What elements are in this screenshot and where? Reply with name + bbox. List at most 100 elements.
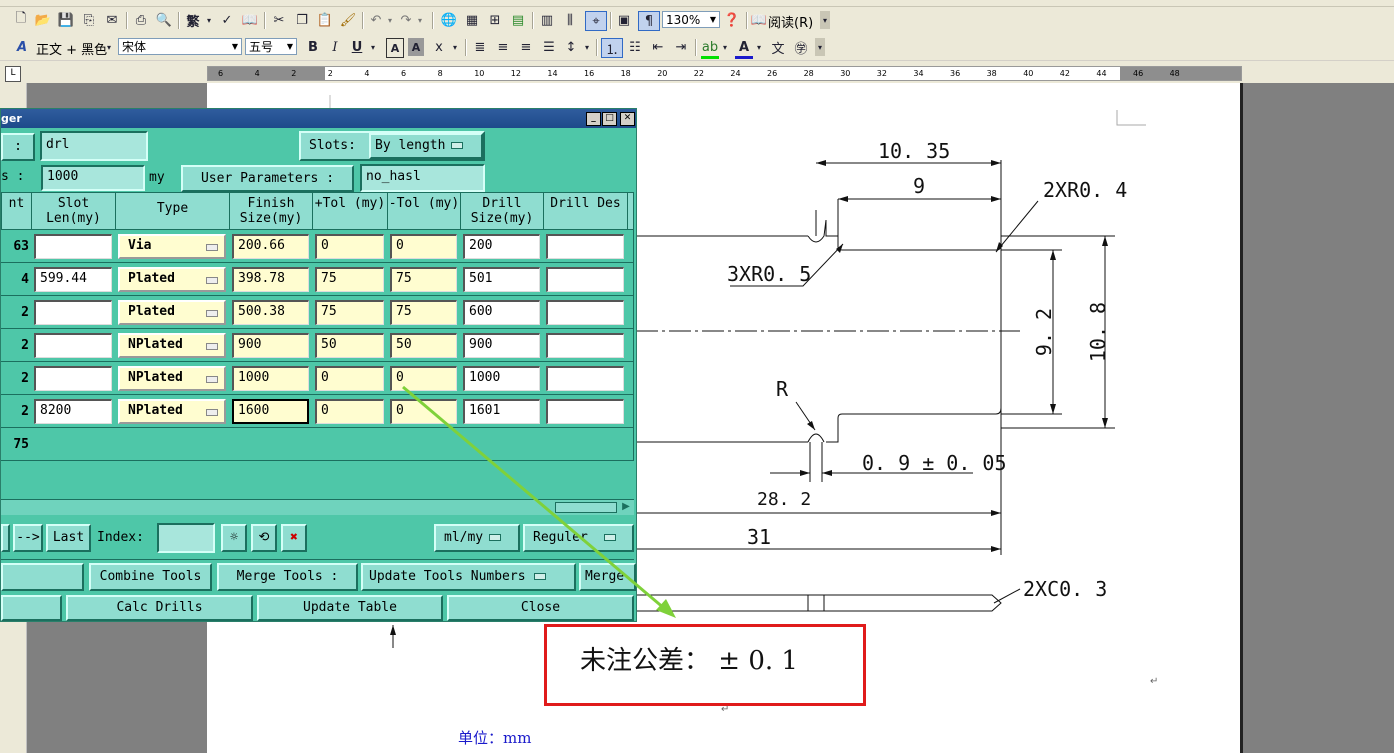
index-input[interactable]	[157, 523, 215, 553]
align-center-icon[interactable]: ≡	[497, 39, 509, 55]
slots-select[interactable]: By length	[369, 133, 483, 159]
decrease-indent-icon[interactable]: ⇤	[652, 39, 664, 55]
columns-icon[interactable]: ▥	[540, 12, 554, 28]
redo-icon[interactable]: ↷	[400, 12, 412, 28]
lightbulb-icon[interactable]: ☼	[221, 524, 247, 552]
last-button[interactable]: Last	[46, 524, 91, 552]
minus-tol-input[interactable]: 50	[390, 333, 457, 358]
chevron-down-icon[interactable]: ▾	[722, 42, 727, 52]
plus-tol-input[interactable]: 0	[315, 399, 384, 424]
finish-size-input[interactable]: 1000	[232, 366, 309, 391]
chevron-down-icon[interactable]: ▾	[417, 15, 422, 25]
email-icon[interactable]: ✉	[106, 12, 118, 28]
thumbnails-icon[interactable]: ▣	[617, 12, 631, 28]
character-scaling-icon[interactable]: ⅹ	[435, 39, 443, 55]
finish-size-input[interactable]: 200.66	[232, 234, 309, 259]
plus-tol-input[interactable]: 0	[315, 366, 384, 391]
maximize-icon[interactable]: □	[602, 112, 617, 126]
font-select[interactable]: 宋体▼	[118, 38, 242, 55]
traditional-chinese-button[interactable]: 繁	[186, 14, 200, 30]
show-hide-marks-icon[interactable]: ¶	[638, 11, 660, 31]
highlight-icon[interactable]: ab	[701, 38, 719, 59]
drill-size-input[interactable]: 1601	[463, 399, 540, 424]
research-icon[interactable]: 📖	[241, 12, 259, 28]
cut-icon[interactable]: ✂	[273, 12, 285, 28]
minus-tol-input[interactable]: 0	[390, 234, 457, 259]
drill-des-input[interactable]	[546, 267, 624, 292]
open-folder-icon[interactable]: 📂	[34, 12, 52, 28]
prev-button[interactable]	[1, 524, 10, 552]
drill-des-input[interactable]	[546, 300, 624, 325]
layer-input[interactable]: drl	[40, 131, 148, 161]
delete-icon[interactable]: ✖	[281, 524, 307, 552]
chevron-down-icon[interactable]: ▾	[387, 15, 392, 25]
table-horizontal-scrollbar[interactable]: ▶	[1, 499, 634, 515]
drill-size-input[interactable]: 600	[463, 300, 540, 325]
chevron-down-icon[interactable]: ▾	[756, 42, 761, 52]
toolbar-options-icon[interactable]: ▾	[820, 11, 830, 29]
slot-length-input[interactable]	[34, 234, 112, 259]
italic-icon[interactable]: I	[332, 39, 338, 55]
plus-tol-input[interactable]: 75	[315, 300, 384, 325]
update-table-button[interactable]: Update Table	[257, 595, 443, 621]
drill-des-input[interactable]	[546, 333, 624, 358]
align-right-icon[interactable]: ≡	[520, 39, 532, 55]
type-select[interactable]: Plated	[118, 267, 226, 292]
plus-tol-input[interactable]: 75	[315, 267, 384, 292]
next-button[interactable]: -->	[13, 524, 43, 552]
format-painter-icon[interactable]: 🖌	[339, 12, 357, 28]
drill-des-input[interactable]	[546, 234, 624, 259]
minimize-icon[interactable]: _	[586, 112, 601, 126]
drill-size-input[interactable]: 1000	[463, 366, 540, 391]
drill-size-input[interactable]: 900	[463, 333, 540, 358]
insert-table-icon[interactable]: ⊞	[489, 12, 501, 28]
blank-button[interactable]	[1, 563, 84, 591]
insert-excel-icon[interactable]: ▤	[511, 12, 525, 28]
new-document-icon[interactable]: 🗋	[15, 11, 27, 26]
bold-icon[interactable]: B	[308, 39, 318, 55]
zoom-select[interactable]: 130%▼	[662, 11, 720, 28]
units-input[interactable]: 1000	[41, 165, 145, 191]
type-select[interactable]: Plated	[118, 300, 226, 325]
chevron-down-icon[interactable]: ▾	[370, 42, 375, 52]
read-mode-button[interactable]: 阅读(R)	[768, 16, 814, 31]
type-select[interactable]: NPlated	[118, 399, 226, 424]
slot-length-input[interactable]: 8200	[34, 399, 112, 424]
underline-icon[interactable]: U	[351, 39, 363, 55]
phonetic-guide-icon[interactable]: 文	[771, 41, 785, 57]
align-justify-icon[interactable]: ≣	[474, 39, 486, 55]
chevron-down-icon[interactable]: ▾	[452, 42, 457, 52]
close-icon[interactable]: ✕	[620, 112, 635, 126]
toolbar-options-icon[interactable]: ▾	[815, 38, 825, 56]
line-spacing-icon[interactable]: ↕	[565, 39, 577, 55]
chevron-down-icon[interactable]: ▾	[206, 15, 211, 25]
user-parameters-button[interactable]: User Parameters :	[181, 165, 354, 192]
scrollbar-thumb[interactable]	[555, 502, 617, 513]
finish-size-input[interactable]: 1600	[232, 399, 309, 424]
dialog-title-bar[interactable]: ger _ □ ✕	[1, 109, 636, 128]
slot-length-input[interactable]	[34, 333, 112, 358]
copy-icon[interactable]: ❐	[296, 12, 308, 28]
layer-button[interactable]: :	[1, 133, 35, 161]
type-select[interactable]: Via	[118, 234, 226, 259]
tab-selector-icon[interactable]: L	[5, 66, 21, 82]
save-icon[interactable]: 💾	[57, 12, 75, 28]
styles-icon[interactable]: A	[16, 39, 28, 55]
scroll-right-icon[interactable]: ▶	[622, 501, 630, 512]
bullets-icon[interactable]: ☷	[629, 39, 641, 55]
style-select[interactable]: 正文 + 黑色	[36, 43, 108, 58]
character-shading-icon[interactable]: A	[408, 38, 424, 56]
document-map-icon[interactable]: ⌖	[585, 11, 607, 31]
finish-size-input[interactable]: 500.38	[232, 300, 309, 325]
drill-des-input[interactable]	[546, 366, 624, 391]
refresh-icon[interactable]: ⟲	[251, 524, 277, 552]
minus-tol-input[interactable]: 75	[390, 267, 457, 292]
print-preview-icon[interactable]: 🔍	[155, 12, 173, 28]
drill-des-input[interactable]	[546, 399, 624, 424]
combine-tools-button[interactable]: Combine Tools	[89, 563, 212, 591]
tables-borders-icon[interactable]: ▦	[465, 12, 479, 28]
read-mode-icon[interactable]: 📖	[750, 12, 768, 28]
hyperlink-icon[interactable]: 🌐	[440, 12, 458, 28]
blank-action-button[interactable]	[1, 595, 62, 621]
help-icon[interactable]: ❓	[723, 12, 741, 28]
